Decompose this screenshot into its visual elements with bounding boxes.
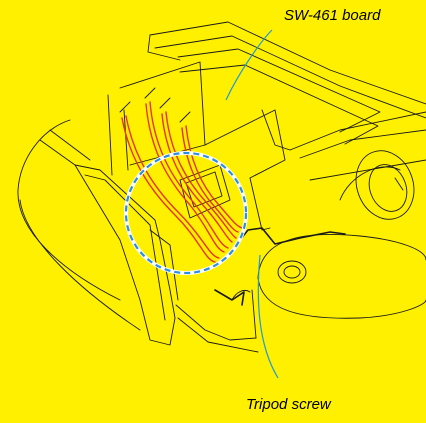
sw461-board-label: SW-461 board: [284, 7, 381, 24]
highlight-circle: [124, 151, 248, 275]
camera-body-outline: [17, 21, 426, 353]
sw461-leader-line: [225, 29, 273, 101]
tripod-screw-leader-line: [257, 254, 279, 379]
tripod-screw-label: Tripod screw: [246, 396, 332, 413]
